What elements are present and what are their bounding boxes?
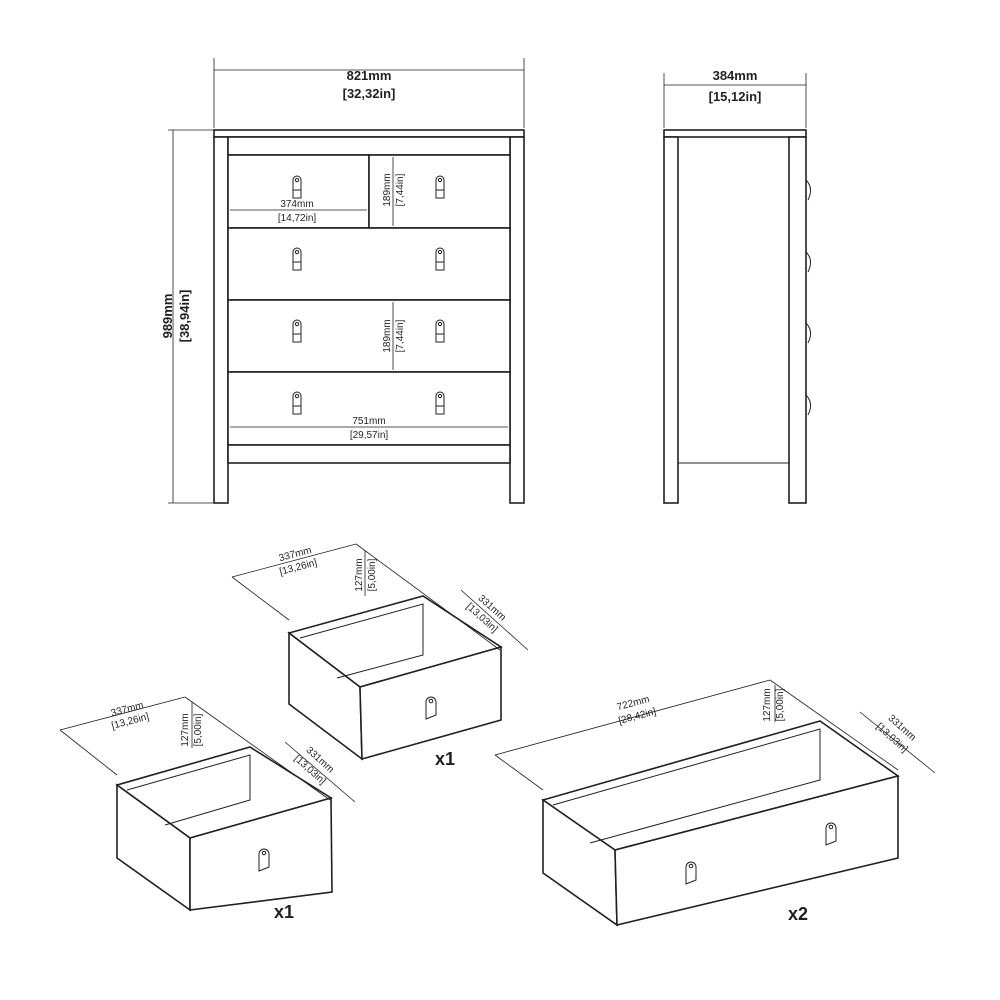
drawer-height-mm: 189mm: [382, 319, 393, 352]
drawer-height-mm: 127mm: [762, 688, 773, 721]
handle-icon: [825, 822, 837, 846]
right-leg: [509, 136, 525, 504]
depth-mm-label: 384mm: [713, 68, 758, 83]
handle-icon: [292, 391, 302, 415]
drawer-front: [227, 371, 511, 446]
drawer-height-in: [5,00in]: [193, 713, 204, 746]
handle-icon: [425, 696, 437, 720]
inner-width-in: [29,57in]: [350, 430, 389, 441]
drawer-front: [227, 299, 511, 373]
quantity-label: x1: [435, 749, 455, 769]
depth-in-label: [15,12in]: [709, 89, 762, 104]
handle-icon: [292, 319, 302, 343]
drawer-large: 722mm [28,42in] 127mm [5,00in] 331mm [13…: [494, 679, 936, 927]
top-board: [213, 129, 525, 138]
small-drawer-width-in: [14,72in]: [278, 213, 317, 224]
left-leg: [213, 136, 229, 504]
front-view: 821mm [32,32in] 989mm [38,94in] 374mm [1…: [160, 58, 525, 504]
drawer-height-in: [5,00in]: [775, 688, 786, 721]
inner-width-mm: 751mm: [352, 416, 385, 427]
handle-icon: [435, 175, 445, 199]
drawer-front: [227, 227, 511, 301]
drawer-front: [368, 154, 511, 229]
drawer-height-mm: 127mm: [180, 713, 191, 746]
height-in-label: [38,94in]: [177, 290, 192, 343]
small-drawer-width-mm: 374mm: [280, 199, 313, 210]
drawer-small-1: 337mm [13,26in] 127mm [5,00in] 331mm [13…: [231, 543, 529, 769]
drawer-height-in: [7,44in]: [395, 319, 406, 352]
drawer-height-mm: 127mm: [354, 558, 365, 591]
width-in-label: [32,32in]: [343, 86, 396, 101]
handle-icon: [435, 391, 445, 415]
handle-icon: [685, 861, 697, 885]
handle-icon: [435, 319, 445, 343]
height-mm-label: 989mm: [160, 294, 175, 339]
side-view: 384mm [15,12in]: [663, 68, 812, 504]
drawer-height-in: [5,00in]: [367, 558, 378, 591]
handle-icon: [292, 175, 302, 199]
handle-icon: [435, 247, 445, 271]
drawer-isometrics: 337mm [13,26in] 127mm [5,00in] 331mm [13…: [59, 543, 936, 927]
drawer-height-in: [7,44in]: [395, 173, 406, 206]
quantity-label: x2: [788, 904, 808, 924]
drawer-small-2: 337mm [13,26in] 127mm [5,00in] 331mm [13…: [59, 696, 356, 922]
width-mm-label: 821mm: [347, 68, 392, 83]
handle-icon: [258, 848, 270, 872]
quantity-label: x1: [274, 902, 294, 922]
handle-icons: [292, 175, 445, 415]
drawer-height-mm: 189mm: [382, 173, 393, 206]
handle-icon: [292, 247, 302, 271]
